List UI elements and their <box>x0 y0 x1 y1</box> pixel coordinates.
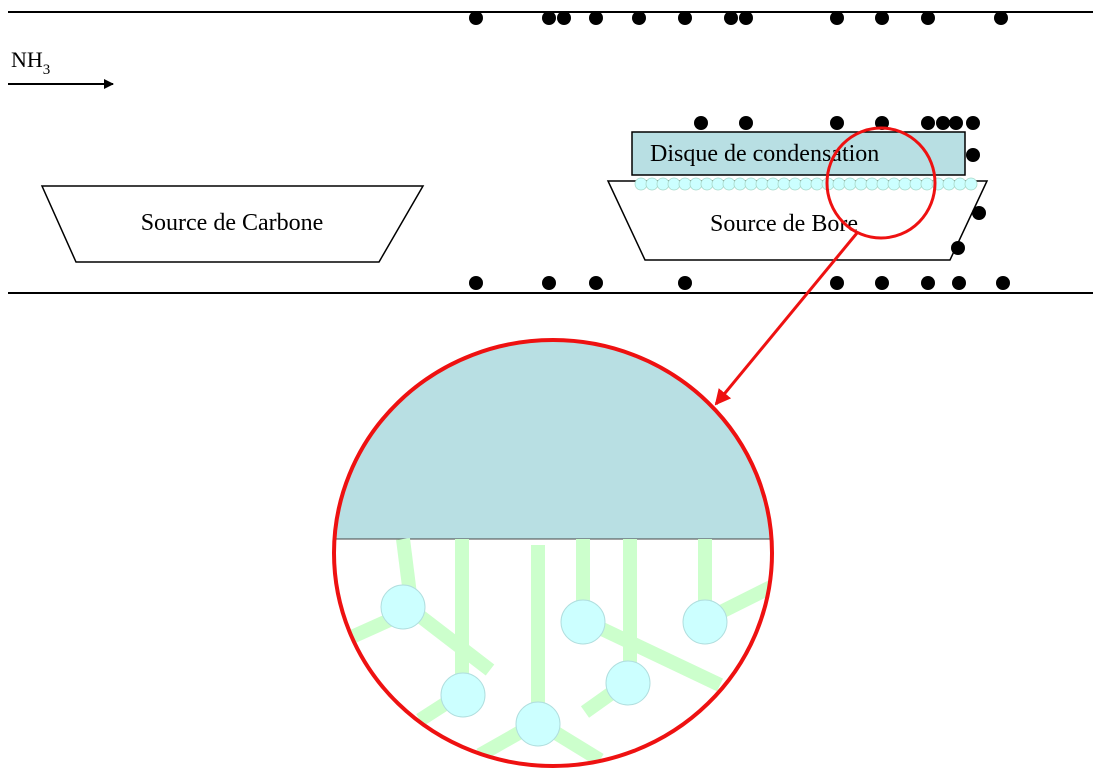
precursor-dot <box>972 206 986 220</box>
precursor-dot <box>724 11 738 25</box>
precursor-dot <box>469 276 483 290</box>
catalyst-particle <box>832 177 846 191</box>
condensation-disc <box>631 131 966 176</box>
catalyst-particle <box>964 177 978 191</box>
catalyst-particle <box>656 177 670 191</box>
nanotube <box>579 613 724 692</box>
catalyst-particle <box>920 177 934 191</box>
precursor-dot <box>542 276 556 290</box>
zoom-detail <box>334 340 772 766</box>
catalyst-particle <box>667 177 681 191</box>
precursor-dot <box>966 148 980 162</box>
catalyst-particle <box>942 177 956 191</box>
precursor-dot <box>830 116 844 130</box>
zoom-catalyst-particles <box>380 584 728 747</box>
catalyst-particle <box>777 177 791 191</box>
precursor-dots <box>469 11 1010 290</box>
precursor-dot <box>875 11 889 25</box>
catalyst-particle <box>733 177 747 191</box>
precursor-dot <box>921 116 935 130</box>
precursor-dot <box>830 11 844 25</box>
gas-label: NH3 <box>11 47 50 78</box>
precursor-dot <box>936 116 950 130</box>
precursor-dot <box>921 11 935 25</box>
catalyst-particle <box>876 177 890 191</box>
precursor-dot <box>951 241 965 255</box>
zoom-source-circle <box>825 126 937 240</box>
catalyst-particle <box>722 177 736 191</box>
catalyst-particle <box>887 177 901 191</box>
catalyst-particle <box>440 672 486 718</box>
precursor-dot <box>921 276 935 290</box>
catalyst-particle <box>799 177 813 191</box>
precursor-dot <box>589 276 603 290</box>
gas-formula: NH <box>11 47 43 72</box>
catalyst-particle <box>744 177 758 191</box>
precursor-dot <box>949 116 963 130</box>
catalyst-particle <box>766 177 780 191</box>
catalyst-particle <box>788 177 802 191</box>
precursor-dot <box>678 276 692 290</box>
carbon-source-boat <box>40 185 425 263</box>
zoom-circle <box>332 338 774 768</box>
precursor-dot <box>678 11 692 25</box>
catalyst-particle <box>560 599 606 645</box>
catalyst-particle <box>953 177 967 191</box>
catalyst-particle <box>755 177 769 191</box>
precursor-dot <box>830 276 844 290</box>
catalyst-particle <box>678 177 692 191</box>
precursor-dot <box>875 276 889 290</box>
catalyst-particle <box>854 177 868 191</box>
precursor-dot <box>875 116 889 130</box>
catalyst-particle <box>909 177 923 191</box>
precursor-dot <box>739 11 753 25</box>
nanotube <box>407 604 495 676</box>
precursor-dot <box>952 276 966 290</box>
catalyst-particle <box>843 177 857 191</box>
precursor-dot <box>739 116 753 130</box>
precursor-dot <box>557 11 571 25</box>
boron-source-label: Source de Bore <box>710 211 858 237</box>
catalyst-particle <box>682 599 728 645</box>
catalyst-particle-row <box>634 177 978 191</box>
precursor-dot <box>542 11 556 25</box>
catalyst-particle <box>645 177 659 191</box>
precursor-dot <box>632 11 646 25</box>
precursor-dot <box>994 11 1008 25</box>
catalyst-particle <box>711 177 725 191</box>
zoom-arrow <box>714 232 859 406</box>
zoom-disc-section <box>334 340 772 539</box>
catalyst-particle <box>605 660 651 706</box>
catalyst-particle <box>515 701 561 747</box>
precursor-dot <box>694 116 708 130</box>
catalyst-particle <box>700 177 714 191</box>
precursor-dot <box>589 11 603 25</box>
gas-subscript: 3 <box>43 62 51 78</box>
carbon-source-label: Source de Carbone <box>141 210 324 236</box>
precursor-dot <box>469 11 483 25</box>
catalyst-particle <box>865 177 879 191</box>
catalyst-particle <box>810 177 824 191</box>
catalyst-particle <box>689 177 703 191</box>
catalyst-particle <box>898 177 912 191</box>
precursor-dot <box>996 276 1010 290</box>
precursor-dot <box>966 116 980 130</box>
catalyst-particle <box>634 177 648 191</box>
condensation-disc-label: Disque de condensation <box>650 141 879 167</box>
catalyst-particle <box>380 584 426 630</box>
